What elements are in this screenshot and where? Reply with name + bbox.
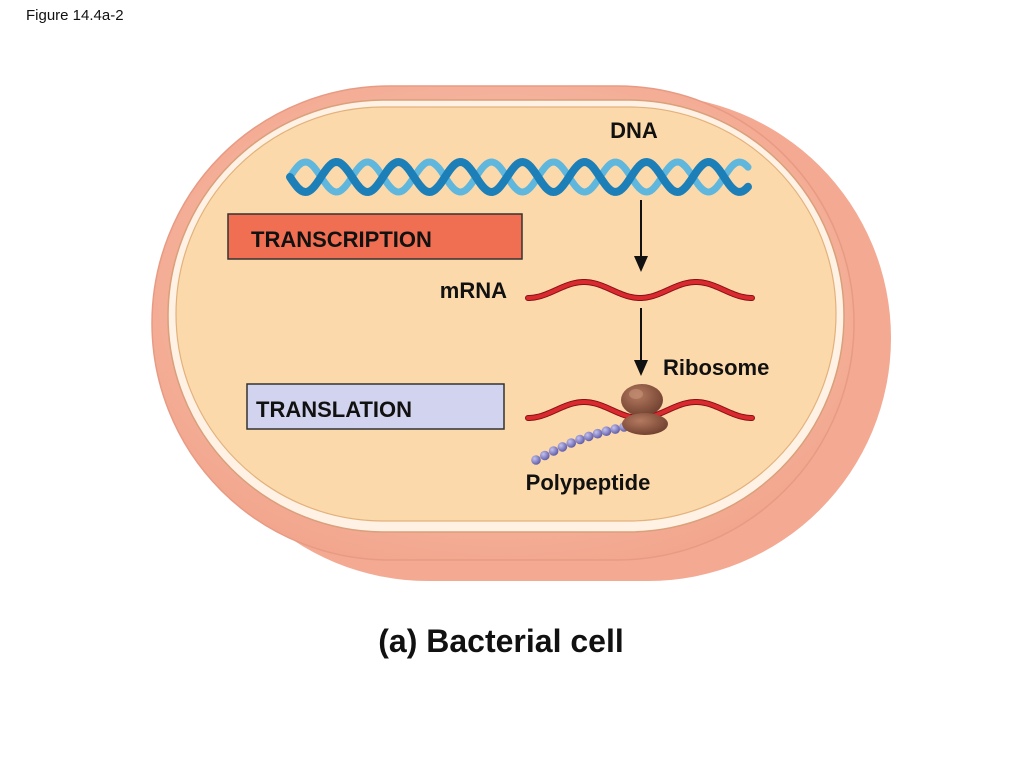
- transcription-label: TRANSCRIPTION: [251, 227, 432, 252]
- polypeptide-chain: [531, 422, 629, 465]
- translation-label: TRANSLATION: [256, 397, 412, 422]
- dna-label: DNA: [610, 118, 658, 143]
- polypeptide-label: Polypeptide: [526, 470, 651, 495]
- arrow-dna-to-mrna: [634, 200, 648, 272]
- transcription-box: TRANSCRIPTION: [227, 213, 523, 260]
- ribosome-label: Ribosome: [663, 355, 769, 380]
- translation-box: TRANSLATION: [246, 383, 505, 430]
- amino-acid-bead: [584, 431, 594, 442]
- amino-acid-bead: [531, 455, 541, 465]
- figure-subtitle: (a) Bacterial cell: [378, 623, 623, 659]
- amino-acid-bead: [557, 442, 568, 452]
- dna-strand-back: [286, 158, 752, 196]
- amino-acid-bead: [548, 446, 559, 456]
- dna-double-helix: [286, 157, 752, 197]
- ribosome: [621, 384, 668, 435]
- cytoplasm: [175, 106, 837, 522]
- amino-acid-bead: [610, 424, 620, 434]
- amino-acid-bead: [540, 450, 550, 461]
- amino-acid-bead: [575, 434, 585, 445]
- mrna-label: mRNA: [440, 278, 507, 303]
- arrow-mrna-to-ribosome: [634, 308, 648, 376]
- amino-acid-bead: [601, 426, 612, 437]
- amino-acid-bead: [592, 428, 603, 439]
- mrna-strand: [525, 279, 755, 301]
- figure-label: Figure 14.4a-2: [26, 7, 124, 24]
- amino-acid-bead: [566, 438, 576, 448]
- dna-strand-front: [286, 157, 752, 197]
